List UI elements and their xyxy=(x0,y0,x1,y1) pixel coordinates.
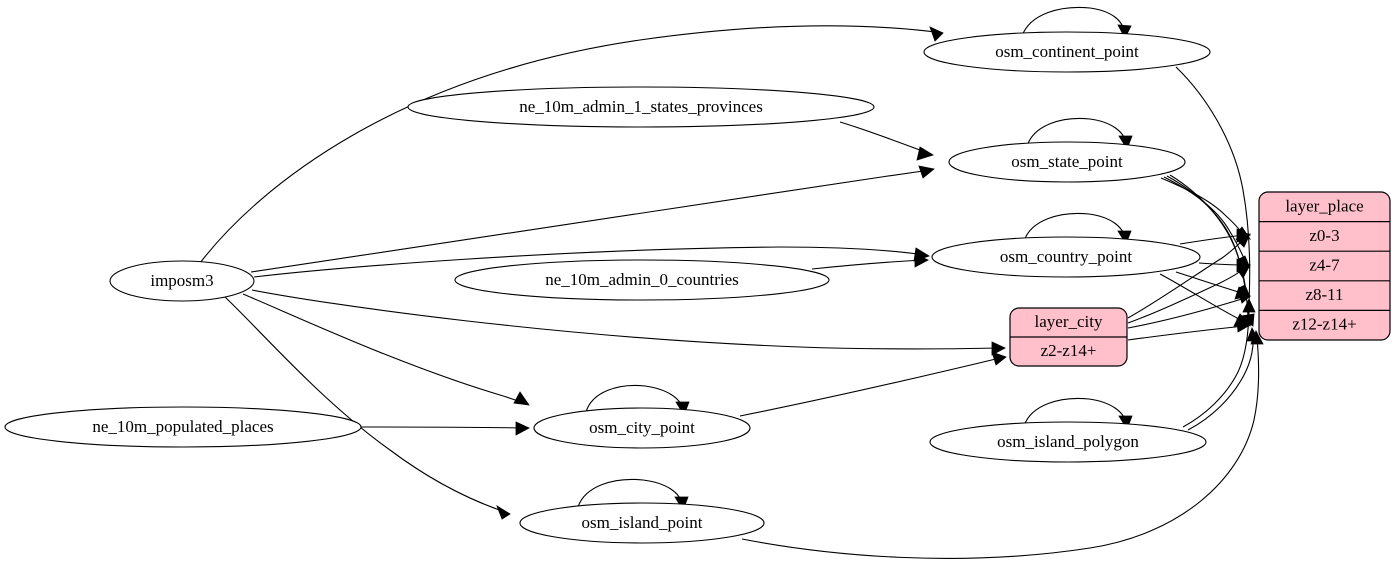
node-label-ne_10m_admin_0_countries: ne_10m_admin_0_countries xyxy=(545,270,739,289)
edge-ne_10m_populated_places-to-osm_city_point xyxy=(360,421,530,436)
edge-osm_city_point-to-layer_city xyxy=(739,351,1007,417)
self-loop-osm_continent_point xyxy=(1021,6,1132,39)
layer_place-title: layer_place xyxy=(1285,196,1363,215)
node-osm_island_point[interactable]: osm_island_point xyxy=(519,502,765,544)
node-label-osm_country_point: osm_country_point xyxy=(1000,247,1132,266)
edge-osm_island_polygon-to-layer_place-z8 xyxy=(1182,298,1256,428)
layer-node-layer_city[interactable]: layer_city z2-z14+ xyxy=(1009,307,1128,367)
node-ne_10m_admin_0_countries[interactable]: ne_10m_admin_0_countries xyxy=(454,259,830,301)
edge-layer_city-to-layer_place-z0 xyxy=(1127,233,1251,319)
node-label-osm_island_point: osm_island_point xyxy=(582,513,703,532)
edge-imposm3-to-osm_city_point xyxy=(242,293,530,406)
node-label-osm_island_polygon: osm_island_polygon xyxy=(997,432,1139,451)
node-osm_state_point[interactable]: osm_state_point xyxy=(948,141,1186,183)
self-loop-osm_country_point xyxy=(1023,212,1132,245)
node-ne_10m_admin_1_states_provinces[interactable]: ne_10m_admin_1_states_provinces xyxy=(407,86,875,128)
node-label-ne_10m_admin_1_states_provinces: ne_10m_admin_1_states_provinces xyxy=(519,97,763,116)
edge-ne_10m_admin_0_countries-to-osm_country_point xyxy=(811,253,929,270)
node-label-osm_city_point: osm_city_point xyxy=(589,418,695,437)
node-label-ne_10m_populated_places: ne_10m_populated_places xyxy=(92,417,273,436)
layer_place-row-z4-7: z4-7 xyxy=(1309,255,1340,274)
edge-imposm3-to-layer_city xyxy=(251,289,1006,356)
node-osm_island_polygon[interactable]: osm_island_polygon xyxy=(929,421,1207,463)
layer_place-row-z8-11: z8-11 xyxy=(1305,285,1343,304)
node-ne_10m_populated_places[interactable]: ne_10m_populated_places xyxy=(4,406,362,448)
edge-layer_city-to-layer_place-z4 xyxy=(1127,264,1251,324)
layer_place-row-z12-z14: z12-z14+ xyxy=(1292,314,1356,333)
node-osm_city_point[interactable]: osm_city_point xyxy=(533,407,751,449)
node-label-imposm3: imposm3 xyxy=(150,271,213,290)
node-osm_country_point[interactable]: osm_country_point xyxy=(931,236,1201,278)
self-loop-osm_state_point xyxy=(1026,117,1133,150)
edge-ne_10m_admin_1_states_provinces-to-osm_state_point xyxy=(839,121,934,161)
layer_place-row-z0-3: z0-3 xyxy=(1309,226,1339,245)
layer_city-title: layer_city xyxy=(1035,312,1103,331)
self-loop-osm_island_polygon xyxy=(1023,397,1133,430)
edge-osm_island_polygon-to-layer_place-z12 xyxy=(1187,327,1260,431)
edge-imposm3-to-osm_continent_point xyxy=(199,25,944,264)
edge-layer_city-to-layer_place-z8 xyxy=(1127,290,1251,329)
edge-imposm3-to-osm_island_point xyxy=(224,296,511,520)
node-osm_continent_point[interactable]: osm_continent_point xyxy=(923,31,1211,73)
node-imposm3[interactable]: imposm3 xyxy=(109,260,255,302)
node-layer: imposm3 ne_10m_admin_1_states_provinces … xyxy=(4,31,1211,544)
layer_city-row-z2-z14: z2-z14+ xyxy=(1041,341,1097,360)
layer-node-layer_place[interactable]: layer_place z0-3 z4-7 z8-11 z12-z14+ xyxy=(1258,191,1391,341)
edge-imposm3-to-osm_state_point xyxy=(250,165,935,273)
edge-osm_island_point-to-layer_place-z12 xyxy=(741,330,1264,559)
node-label-osm_continent_point: osm_continent_point xyxy=(995,42,1139,61)
edge-layer_city-to-layer_place-z12 xyxy=(1127,318,1251,341)
self-loop-osm_city_point xyxy=(585,384,690,416)
node-label-osm_state_point: osm_state_point xyxy=(1011,152,1123,171)
